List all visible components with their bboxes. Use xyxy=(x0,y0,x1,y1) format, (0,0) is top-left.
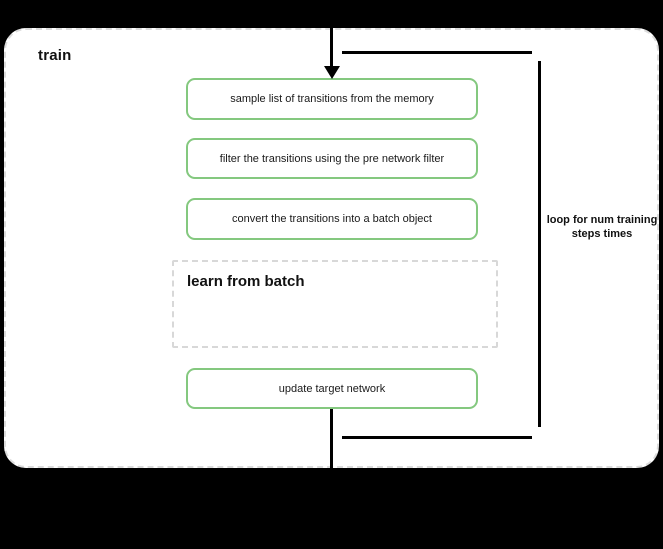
step-sample-transitions[interactable]: sample list of transitions from the memo… xyxy=(186,78,478,120)
learn-from-batch-title: learn from batch xyxy=(187,273,305,290)
step-update-target-network[interactable]: update target network xyxy=(186,368,478,409)
loop-bottom-segment xyxy=(342,436,532,439)
step-label: filter the transitions using the pre net… xyxy=(219,152,445,165)
step-label: update target network xyxy=(278,382,386,395)
step-convert-to-batch[interactable]: convert the transitions into a batch obj… xyxy=(186,198,478,240)
flow-entry-line xyxy=(330,0,333,74)
step-filter-transitions[interactable]: filter the transitions using the pre net… xyxy=(186,138,478,179)
loop-corner-top-right xyxy=(0,13,13,26)
step-label: convert the transitions into a batch obj… xyxy=(232,213,432,225)
learn-from-batch-group[interactable]: learn from batch xyxy=(172,260,498,348)
loop-right-segment xyxy=(538,61,541,427)
loop-annotation-label: loop for num training steps times xyxy=(546,214,658,240)
flow-exit-line xyxy=(330,409,333,549)
arrow-down-icon xyxy=(324,66,340,79)
page-title: train xyxy=(38,47,72,64)
loop-corner-top-left xyxy=(0,0,13,13)
loop-top-segment xyxy=(342,51,532,54)
step-label: sample list of transitions from the memo… xyxy=(230,93,434,105)
